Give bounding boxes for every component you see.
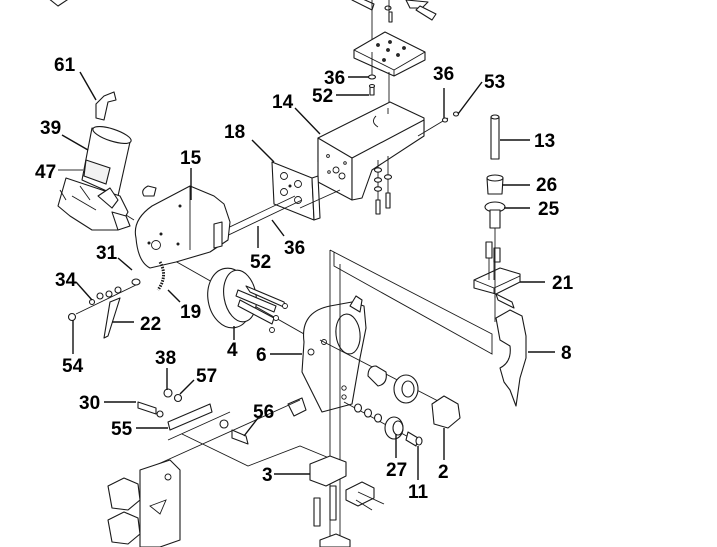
callout-2: 2 (438, 462, 449, 483)
spacer-plate-18 (271, 161, 321, 221)
callout-56: 56 (253, 402, 274, 423)
callout-13: 13 (534, 131, 555, 152)
washers-right (441, 111, 460, 123)
callout-14: 14 (272, 92, 294, 113)
cable-clip (142, 185, 157, 197)
motor-bracket-15 (134, 185, 231, 269)
callout-26: 26 (536, 175, 557, 196)
callout-15: 15 (180, 148, 202, 169)
wire-guide-holder-21 (473, 241, 521, 309)
wire-guide-clamp-6 (287, 295, 367, 417)
callout-52-mid: 52 (250, 252, 271, 273)
callout-6: 6 (256, 345, 267, 366)
mounting-plate-55 (137, 388, 335, 471)
callout-34: 34 (55, 270, 77, 291)
callout-labels: 61 39 47 15 18 14 36 52 36 53 13 26 25 2… (35, 55, 574, 503)
callout-57: 57 (196, 366, 217, 387)
guide-block-3 (309, 455, 385, 547)
callout-47: 47 (35, 162, 56, 183)
callout-52-top: 52 (312, 86, 333, 107)
guide-bracket-8 (494, 296, 527, 407)
callout-19: 19 (180, 302, 201, 323)
callout-36-right: 36 (433, 64, 454, 85)
callout-25: 25 (538, 199, 560, 220)
callout-36-mid: 36 (284, 238, 305, 259)
callout-61: 61 (54, 55, 76, 76)
partial-assembly-top (351, 0, 437, 52)
callout-22: 22 (140, 314, 161, 335)
flange-hub-4 (207, 267, 288, 333)
housing-block-14 (317, 101, 425, 201)
callout-11: 11 (408, 482, 429, 503)
callout-3: 3 (262, 465, 273, 486)
nozzle-26 (486, 174, 504, 195)
washer-and-screw-top (367, 74, 377, 96)
callout-31: 31 (96, 243, 118, 264)
callout-18: 18 (224, 122, 245, 143)
motor-cap-61 (95, 91, 117, 121)
callout-27: 27 (386, 460, 407, 481)
callout-55: 55 (111, 419, 133, 440)
wire-guide-tube-13 (490, 114, 500, 160)
callout-36-top: 36 (324, 68, 345, 89)
callout-8: 8 (561, 343, 572, 364)
callout-21: 21 (552, 273, 574, 294)
callout-53: 53 (484, 72, 505, 93)
clamp-lever-22 (67, 278, 141, 339)
callout-38: 38 (155, 348, 176, 369)
tension-spring-19 (156, 261, 165, 291)
callout-39: 39 (40, 118, 61, 139)
top-mounting-plate (353, 31, 426, 120)
callout-30: 30 (79, 393, 100, 414)
drive-roll-assembly (319, 339, 461, 447)
bushing-25 (484, 201, 506, 229)
feed-roll-unit (107, 459, 181, 547)
partial-part-top-left (49, 0, 68, 7)
housing-bottom-screws (373, 156, 393, 215)
callout-4: 4 (227, 340, 238, 361)
callout-54: 54 (62, 356, 84, 377)
motor-39 (57, 126, 132, 231)
leader-lines (58, 71, 555, 480)
